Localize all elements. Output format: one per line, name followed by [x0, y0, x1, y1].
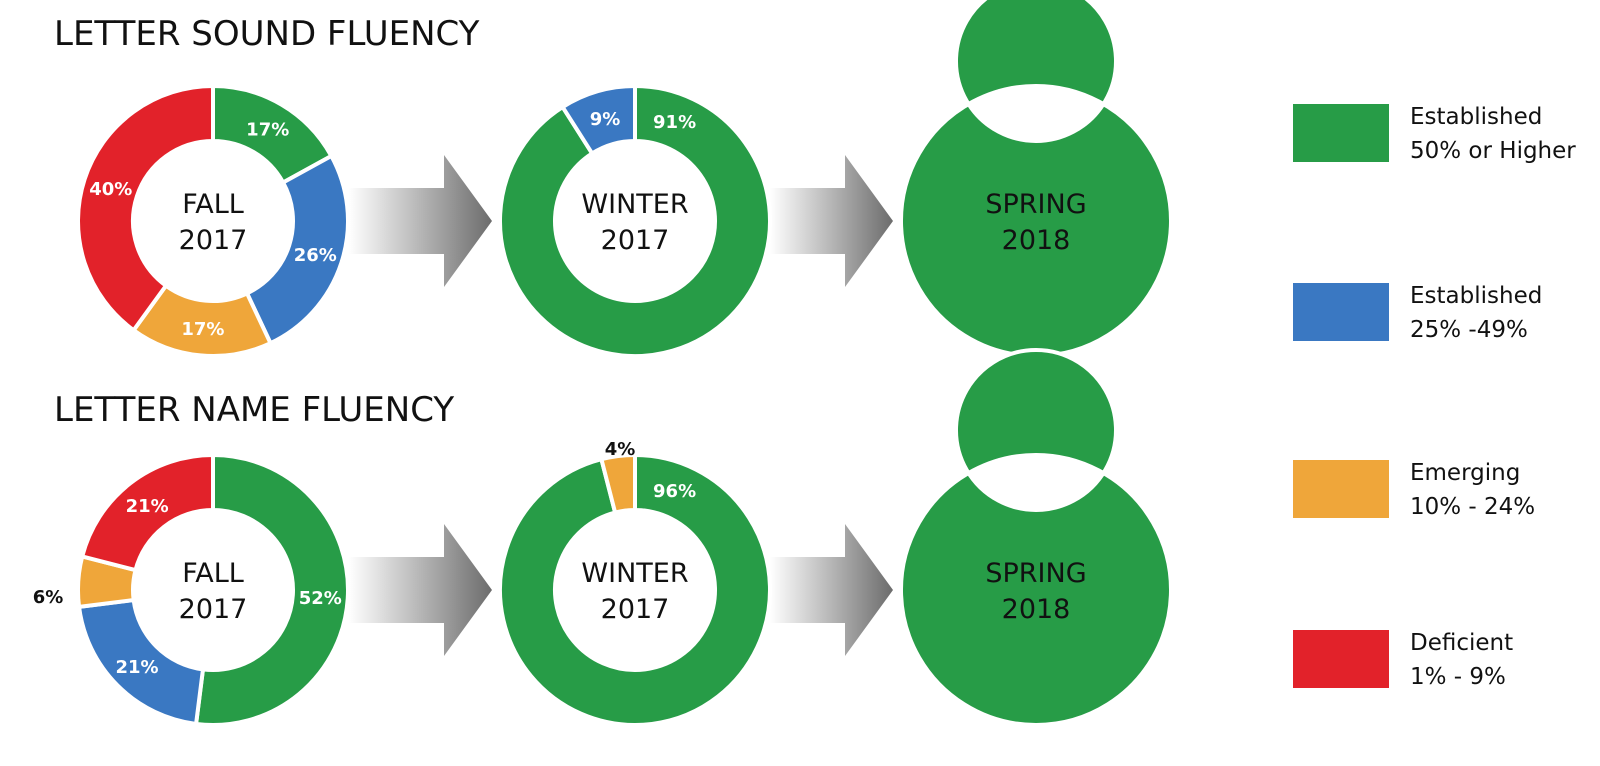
- donut-slice-established-25-49: [245, 153, 350, 346]
- center-label-year: 2017: [179, 594, 248, 625]
- data-label-emerging-10-24: 4%: [605, 439, 636, 460]
- center-label-season: FALL: [182, 558, 244, 589]
- center-label-year: 2017: [179, 225, 248, 256]
- donut-slice-deficient-1-9: [80, 453, 215, 573]
- center-label-year: 2018: [1002, 594, 1071, 625]
- section-title-letter-name: LETTER NAME FLUENCY: [54, 390, 455, 430]
- data-label-deficient-1-9: 40%: [89, 179, 132, 200]
- section-title-letter-sound: LETTER SOUND FLUENCY: [54, 14, 480, 54]
- data-label-established-50-or-higher: 52%: [299, 588, 342, 609]
- donut-slice-emerging-10-24: [599, 453, 637, 515]
- progress-arrow: [770, 155, 893, 287]
- data-label-established-25-49: 9%: [590, 109, 621, 130]
- legend-swatch: [1293, 283, 1389, 341]
- donut-chart-letter-name-fluency-fall-2017: 52% 21% 6% 21% FALL 2017: [33, 453, 350, 727]
- donut-chart-letter-name-fluency-winter-2017: 96% 4% WINTER 2017: [498, 439, 772, 727]
- center-label-year: 2017: [601, 594, 670, 625]
- progress-arrow: [349, 155, 492, 287]
- progress-arrow: [770, 524, 893, 656]
- data-label-established-50-or-higher: 100%: [994, 473, 1050, 494]
- donut-chart-letter-sound-fluency-winter-2017: 91% 9% WINTER 2017: [498, 84, 772, 358]
- donut-chart-letter-name-fluency-spring-2018: 100% SPRING 2018: [898, 348, 1173, 727]
- center-label-season: SPRING: [985, 558, 1086, 589]
- center-label-season: WINTER: [581, 558, 688, 589]
- charts-canvas: 17% 26% 17% 40% FALL 2017 91% 9% WINTER 2017 100% S…: [33, 0, 1173, 727]
- data-label-emerging-10-24: 17%: [181, 319, 224, 340]
- donut-chart-letter-sound-fluency-spring-2018: 100% SPRING 2018: [898, 0, 1173, 358]
- center-label-season: FALL: [182, 189, 244, 220]
- donut-chart-letter-sound-fluency-fall-2017: 17% 26% 17% 40% FALL 2017: [76, 84, 350, 358]
- data-label-established-25-49: 26%: [294, 245, 337, 266]
- data-label-established-50-or-higher: 100%: [994, 104, 1050, 125]
- donut-slice-established-50-or-higher: [194, 453, 350, 727]
- center-label-year: 2018: [1002, 225, 1071, 256]
- donut-slice-established-25-49: [560, 84, 637, 156]
- data-label-deficient-1-9: 21%: [126, 496, 169, 517]
- center-label-season: SPRING: [985, 189, 1086, 220]
- donut-slice-established-50-or-higher: [498, 453, 772, 727]
- data-label-established-25-49: 21%: [115, 657, 158, 678]
- progress-arrow: [349, 524, 492, 656]
- legend-swatch: [1293, 630, 1389, 688]
- donut-slice-deficient-1-9: [76, 84, 215, 333]
- data-label-established-50-or-higher: 17%: [246, 119, 289, 140]
- donut-slice-established-50-or-higher: [498, 84, 772, 358]
- center-label-year: 2017: [601, 225, 670, 256]
- data-label-emerging-10-24: 6%: [33, 587, 64, 608]
- donut-slice-established-50-or-higher: [898, 0, 1173, 358]
- legend-swatch: [1293, 460, 1389, 518]
- data-label-established-50-or-higher: 91%: [653, 112, 696, 133]
- center-label-season: WINTER: [581, 189, 688, 220]
- legend-swatch: [1293, 104, 1389, 162]
- data-label-established-50-or-higher: 96%: [653, 481, 696, 502]
- donut-slice-established-50-or-higher: [898, 348, 1173, 727]
